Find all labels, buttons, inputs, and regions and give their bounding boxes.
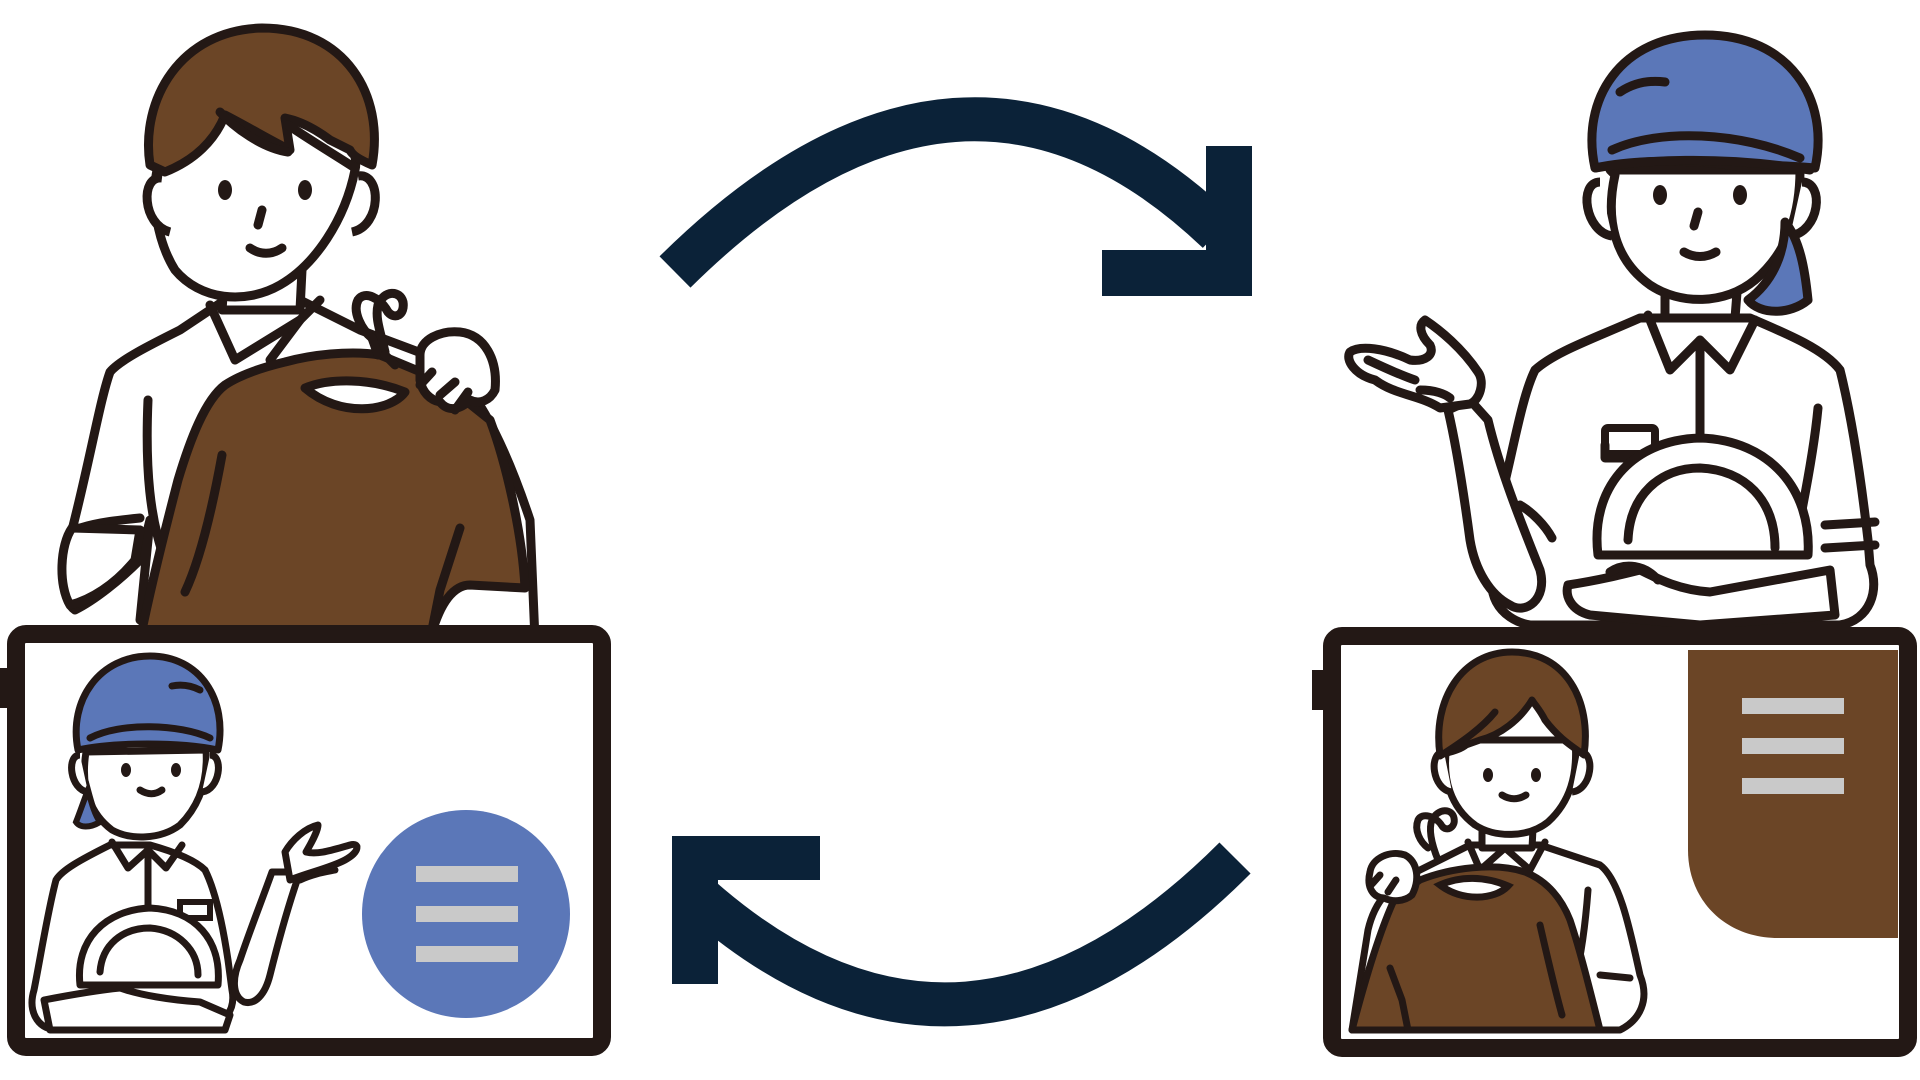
video-screen-left	[0, 625, 611, 1056]
hamburger-icon	[416, 866, 518, 962]
menu-button-left[interactable]	[362, 810, 570, 1018]
eye-right	[298, 180, 312, 200]
video-screen-right	[1312, 627, 1917, 1057]
plate-icon	[1592, 433, 1813, 560]
arrow-clockwise-top-icon	[659, 97, 1252, 296]
menu-button-right[interactable]	[1688, 650, 1898, 938]
arrow-clockwise-bottom-icon	[672, 836, 1251, 1027]
t-shirt	[135, 348, 530, 645]
customer-figure	[57, 23, 540, 645]
hanger-hook-icon	[351, 288, 408, 357]
customer-in-video	[1348, 648, 1648, 1034]
staff-in-video	[28, 652, 361, 1034]
hamburger-icon	[1742, 698, 1844, 794]
staff-figure	[1344, 30, 1880, 630]
eye-left	[218, 180, 232, 200]
